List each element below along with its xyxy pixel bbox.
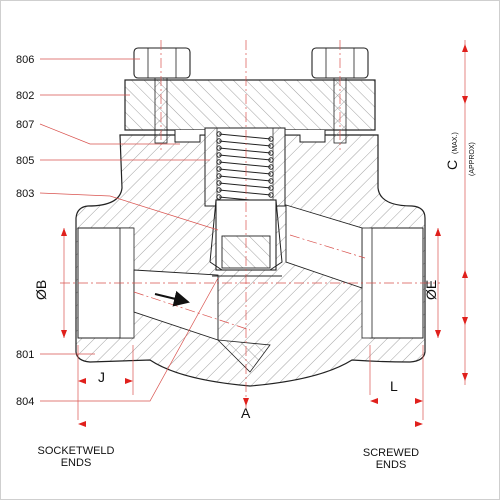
spring-coil-section <box>216 187 222 193</box>
dimension-label-bore-right: ØE <box>423 280 439 300</box>
callout-803: 803 <box>16 188 34 200</box>
spring-coil <box>218 189 272 196</box>
spring-coil-section <box>216 159 222 165</box>
callout-802: 802 <box>16 90 34 102</box>
spring-coil-section <box>268 136 274 142</box>
end-type-right-line2: ENDS <box>376 459 407 471</box>
spring-coil <box>218 133 272 140</box>
spring-coil-section <box>268 192 274 198</box>
spring-coil <box>218 161 272 168</box>
dimension-label-height: C <box>444 160 460 170</box>
dimension-note-approx: (APPROX) <box>469 142 476 176</box>
dimension-note-max: (MAX.) <box>452 132 459 154</box>
end-type-left-line2: ENDS <box>61 457 92 469</box>
spring-coil <box>218 147 272 154</box>
end-type-left-line1: SOCKETWELD <box>37 445 114 457</box>
spring-coil-section <box>216 138 222 144</box>
callout-leaders <box>39 58 219 402</box>
spring-coil <box>218 154 272 161</box>
end-type-right-line1: SCREWED <box>363 447 419 459</box>
callout-804: 804 <box>16 396 34 408</box>
spring-coil-section <box>216 152 222 158</box>
spring-coil-section <box>216 194 222 200</box>
callout-labels: 806 802 807 805 803 801 804 <box>16 54 34 408</box>
spring-coil-section <box>216 180 222 186</box>
spring-coil-section <box>268 178 274 184</box>
dimension-label-left-depth: J <box>98 369 105 385</box>
spring <box>204 127 286 207</box>
spring-coil <box>218 140 272 147</box>
callout-806: 806 <box>16 54 34 66</box>
spring-coil <box>218 182 272 189</box>
spring-coil-section <box>268 143 274 149</box>
dimension-arrows <box>61 44 468 427</box>
callout-801: 801 <box>16 349 34 361</box>
callout-807: 807 <box>16 119 34 131</box>
spring-coil <box>218 175 272 182</box>
dimension-label-right-depth: L <box>390 378 398 394</box>
spring-coil-section <box>268 185 274 191</box>
spring-coil <box>218 168 272 175</box>
cover-bolt-left <box>133 47 191 144</box>
spring-coil-section <box>216 173 222 179</box>
center-lines <box>60 40 440 410</box>
spring-coil-section <box>216 166 222 172</box>
spring-coil-section <box>268 171 274 177</box>
spring-coil-section <box>216 145 222 151</box>
dimension-label-center: A <box>241 405 251 421</box>
spring-coil-section <box>268 164 274 170</box>
spring-coil-section <box>216 131 222 137</box>
callout-805: 805 <box>16 155 34 167</box>
spring-coil-section <box>268 150 274 156</box>
flow-direction-arrow <box>154 290 190 307</box>
dimension-label-bore-left: ØB <box>33 280 49 300</box>
spring-coil-section <box>268 157 274 163</box>
